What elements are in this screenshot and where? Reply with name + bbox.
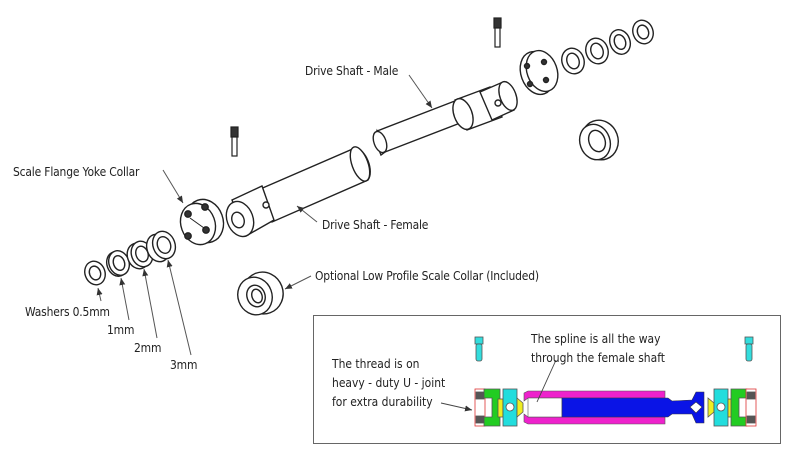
leader-washer-1	[119, 277, 130, 321]
washer-3mm	[145, 230, 177, 263]
label-washer-2mm: 2mm	[134, 340, 162, 355]
drive-shaft-female	[225, 146, 371, 238]
washer-0-5mm	[84, 260, 106, 286]
label-scale-flange-yoke-collar: Scale Flange Yoke Collar	[13, 164, 140, 179]
label-drive-shaft-male: Drive Shaft - Male	[305, 63, 399, 78]
thread-note-line-1: The thread is on	[332, 356, 420, 371]
leader-male-shaft	[408, 74, 433, 109]
leader-thread-note	[440, 402, 473, 412]
leader-lines	[96, 74, 433, 356]
inset-leaders	[440, 359, 557, 412]
spline-note: The spline is all the way through the fe…	[531, 329, 665, 367]
thread-note-line-3: for extra durability	[332, 394, 433, 409]
drive-shaft-male	[372, 80, 518, 157]
label-washer-3mm: 3mm	[170, 357, 198, 372]
thread-note-line-2: heavy - duty U - joint	[332, 375, 446, 390]
label-washer-1mm: 1mm	[107, 322, 135, 337]
spline-note-line-1: The spline is all the way	[531, 331, 661, 346]
thread-note: The thread is on heavy - duty U - joint …	[332, 354, 445, 411]
set-screw-right	[493, 17, 502, 48]
flange-yoke-collar-right	[519, 49, 559, 96]
flange-yoke-collar-left	[179, 198, 225, 246]
inset-screw-right	[744, 336, 754, 362]
spline-note-line-2: through the female shaft	[531, 350, 666, 365]
inset-ujoint-right	[707, 388, 757, 427]
leader-washer-3	[166, 259, 192, 356]
inset-male-shaft	[561, 391, 705, 424]
leader-spline-note	[536, 359, 557, 403]
leader-optional-collar	[284, 275, 312, 290]
low-profile-collar-right	[578, 119, 619, 161]
washers-right	[561, 19, 654, 75]
leader-flange-collar	[162, 169, 184, 204]
inset-ujoint-left	[474, 388, 524, 427]
optional-low-profile-collar	[237, 271, 284, 316]
leader-female-shaft	[296, 205, 318, 223]
label-washers-0-5mm: Washers 0.5mm	[25, 304, 110, 319]
label-drive-shaft-female: Drive Shaft - Female	[322, 217, 429, 232]
leader-washer-05	[96, 287, 103, 302]
label-optional-collar: Optional Low Profile Scale Collar (Inclu…	[315, 268, 539, 283]
set-screw-left	[230, 126, 239, 157]
inset-female-shaft	[523, 390, 666, 425]
inset-screw-left	[474, 336, 484, 362]
leader-washer-2	[142, 268, 158, 339]
